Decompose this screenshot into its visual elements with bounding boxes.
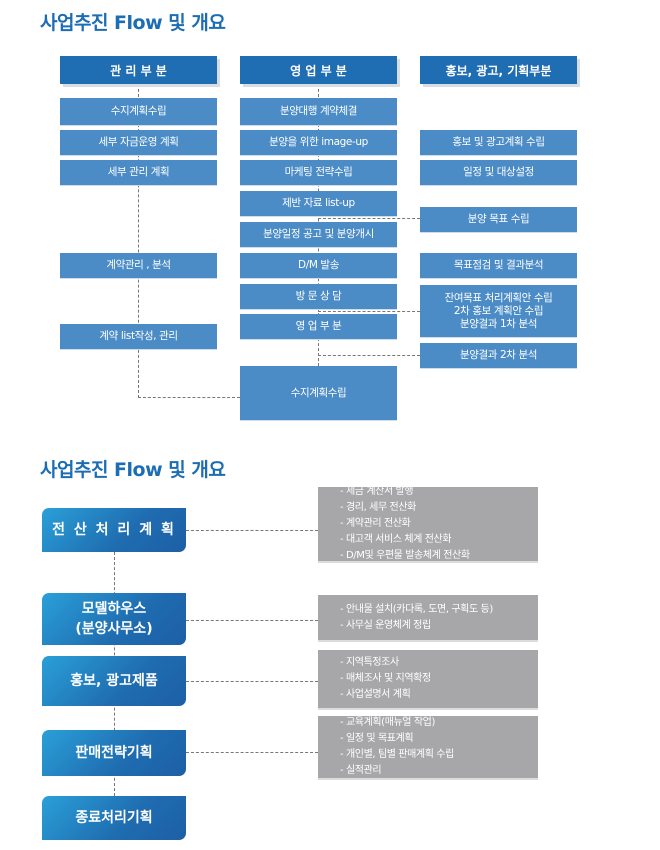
detail-item: - 안내물 설치(카다록, 도면, 구획도 등) <box>340 603 493 615</box>
mgmt-step: 세부 관리 계획 <box>60 160 217 186</box>
detail-item: - 사무실 운영체계 정립 <box>340 619 431 631</box>
details-promo-products: - 지역특정조사 - 매체조사 및 지역확정 - 사업설명서 계획 <box>318 650 538 710</box>
connector-management-bottom <box>138 397 240 398</box>
connector-step3 <box>186 681 318 682</box>
detail-item: - D/M및 우편물 발송체계 전산화 <box>340 550 470 561</box>
header-promo: 홍보, 광고, 기획부분 <box>420 56 577 84</box>
promo-step: 목표점검 및 결과분석 <box>420 253 577 279</box>
detail-item: - 세금 계산서 발행 <box>340 486 414 497</box>
details-model-house: - 안내물 설치(카다록, 도면, 구획도 등) - 사무실 운영체계 정립 <box>318 595 538 642</box>
promo-step: 분양 목표 수립 <box>420 207 577 233</box>
detail-item: - 교육계획(매뉴얼 작업) <box>340 717 435 728</box>
detail-item: - 일정 및 목표계획 <box>340 733 414 744</box>
header-management: 관 리 부 분 <box>60 56 217 84</box>
step-label: 모델하우스 <box>81 601 147 617</box>
mgmt-step: 계약 list작성, 관리 <box>60 324 217 350</box>
header-sales: 영 업 부 분 <box>240 56 397 84</box>
connector-remaining <box>318 311 420 312</box>
connector-step2 <box>186 620 318 621</box>
mgmt-step: 계약관리 , 분석 <box>60 253 217 279</box>
sales-step: 제반 자료 list-up <box>240 191 397 217</box>
detail-item: - 계약관리 전산화 <box>340 518 411 529</box>
step-promo-products: 홍보, 광고제품 <box>42 656 186 706</box>
connector-step4 <box>186 752 318 753</box>
connector-goal <box>318 218 420 219</box>
promo-step: 분양결과 2차 분석 <box>420 343 577 369</box>
detail-item: - 매체조사 및 지역확정 <box>340 673 431 684</box>
sales-step: D/M 발송 <box>240 253 397 279</box>
detail-item: - 실적관리 <box>340 765 382 776</box>
mgmt-step: 세부 자금운영 계획 <box>60 130 217 156</box>
step-model-house: 모델하우스 (분양사무소) <box>42 593 186 645</box>
sales-step: 분양을 위한 image-up <box>240 130 397 156</box>
promo-step: 홍보 및 광고계획 수립 <box>420 130 577 156</box>
promo-line: 2차 홍보 계획안 수립 <box>453 304 544 317</box>
step-sales-strategy: 판매전략기획 <box>42 730 186 776</box>
connector-result2 <box>318 355 420 356</box>
detail-item: - 지역특정조사 <box>340 657 399 668</box>
details-it-planning: - 세금 계산서 발행 - 경리, 세무 전산화 - 계약관리 전산화 - 대고… <box>318 486 538 563</box>
detail-item: - 개인별, 팀별 판매계획 수립 <box>340 749 454 760</box>
sales-step: 분양일정 공고 및 분양개시 <box>240 222 397 248</box>
step-it-planning: 전 산 처 리 계 획 <box>42 508 186 552</box>
sales-step: 방 문 상 담 <box>240 284 397 310</box>
mgmt-step: 수지계획수립 <box>60 98 217 126</box>
section2-title: 사업추진 Flow 및 개요 <box>40 459 226 481</box>
detail-item: - 사업설명서 계획 <box>340 689 411 700</box>
sales-step: 마케팅 전략수립 <box>240 160 397 186</box>
detail-item: - 대고객 서비스 체계 전산화 <box>340 534 452 545</box>
promo-step: 일정 및 대상설정 <box>420 160 577 186</box>
sales-step: 영 업 부 분 <box>240 314 397 340</box>
connector-step1 <box>186 530 318 531</box>
promo-step-remaining: 잔여목표 처리계획안 수립 2차 홍보 계획안 수립 분양결과 1차 분석 <box>420 285 577 338</box>
detail-item: - 경리, 세무 전산화 <box>340 502 416 513</box>
promo-line: 잔여목표 처리계획안 수립 <box>444 291 553 304</box>
connector-management <box>138 84 139 398</box>
promo-line: 분양결과 1차 분석 <box>460 317 537 330</box>
details-sales-strategy: - 교육계획(매뉴얼 작업) - 일정 및 목표계획 - 개인별, 팀별 판매계… <box>318 716 538 780</box>
sales-step: 분양대행 계약체결 <box>240 98 397 126</box>
step-label-sub: (분양사무소) <box>75 621 153 637</box>
step-closing: 종료처리기획 <box>42 796 186 840</box>
section1-title: 사업추진 Flow 및 개요 <box>40 12 226 34</box>
sales-step-final: 수지계획수립 <box>240 366 397 421</box>
